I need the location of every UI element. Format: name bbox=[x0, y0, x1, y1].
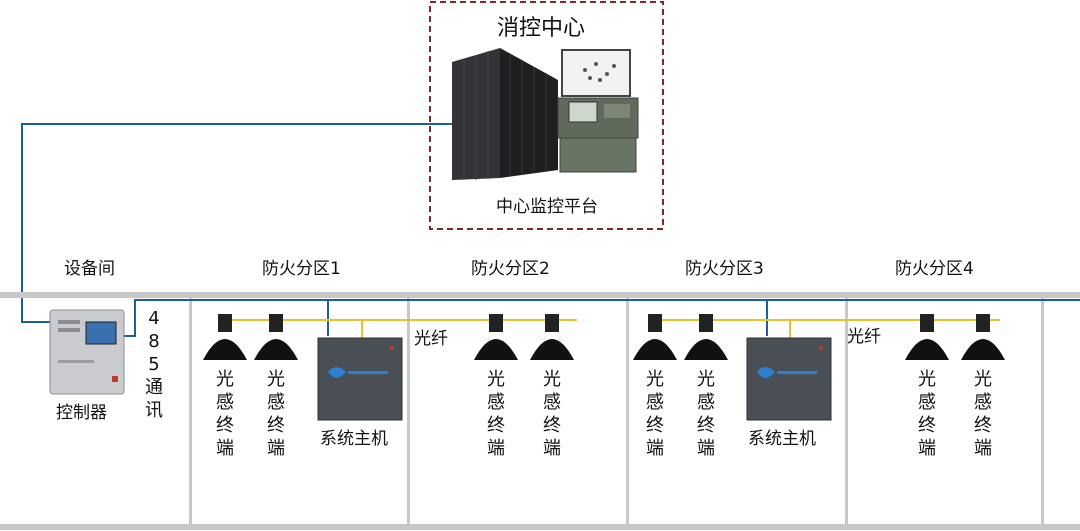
terminal-label: 光感终端 bbox=[216, 369, 234, 459]
bottom-rail bbox=[0, 524, 1080, 530]
zone-label-3: 防火分区3 bbox=[685, 259, 764, 279]
zone-divider bbox=[626, 298, 629, 524]
system-host-icon bbox=[746, 337, 832, 421]
zone-divider bbox=[407, 298, 410, 524]
zone-divider bbox=[845, 298, 848, 524]
controller-device-icon bbox=[49, 309, 125, 395]
detector-terminal-icon bbox=[530, 314, 574, 360]
system-host-label: 系统主机 bbox=[748, 429, 816, 449]
system-host-label: 系统主机 bbox=[320, 429, 388, 449]
terminal-label: 光感终端 bbox=[697, 369, 715, 459]
zone-divider bbox=[1041, 298, 1044, 524]
server-cabinet-icon bbox=[452, 48, 558, 180]
zone-label-equipment-room: 设备间 bbox=[64, 259, 115, 279]
zone-label-1: 防火分区1 bbox=[262, 259, 341, 279]
center-link-line bbox=[21, 123, 452, 323]
terminal-label: 光感终端 bbox=[918, 369, 936, 459]
terminal-label: 光感终端 bbox=[543, 369, 561, 459]
zone-divider bbox=[189, 298, 192, 524]
top-rail bbox=[0, 292, 1080, 298]
zone-label-4: 防火分区4 bbox=[895, 259, 974, 279]
control-center-title: 消控中心 bbox=[497, 16, 586, 41]
rs485-bus-label: 485通讯 bbox=[145, 308, 163, 421]
terminal-label: 光感终端 bbox=[267, 369, 285, 459]
detector-terminal-icon bbox=[905, 314, 949, 360]
zone-label-2: 防火分区2 bbox=[471, 259, 550, 279]
monitor-platform-label: 中心监控平台 bbox=[496, 197, 598, 217]
terminal-label: 光感终端 bbox=[487, 369, 505, 459]
rs485-bus-line bbox=[122, 299, 1080, 337]
detector-terminal-icon bbox=[961, 314, 1005, 360]
detector-terminal-icon bbox=[684, 314, 728, 360]
detector-terminal-icon bbox=[633, 314, 677, 360]
fiber-label: 光纤 bbox=[414, 329, 448, 349]
terminal-label: 光感终端 bbox=[646, 369, 664, 459]
monitor-console-icon bbox=[557, 49, 639, 173]
controller-label: 控制器 bbox=[56, 403, 107, 423]
terminal-label: 光感终端 bbox=[974, 369, 992, 459]
fiber-label: 光纤 bbox=[847, 327, 881, 347]
detector-terminal-icon bbox=[254, 314, 298, 360]
detector-terminal-icon bbox=[203, 314, 247, 360]
detector-terminal-icon bbox=[474, 314, 518, 360]
system-host-icon bbox=[317, 337, 403, 421]
